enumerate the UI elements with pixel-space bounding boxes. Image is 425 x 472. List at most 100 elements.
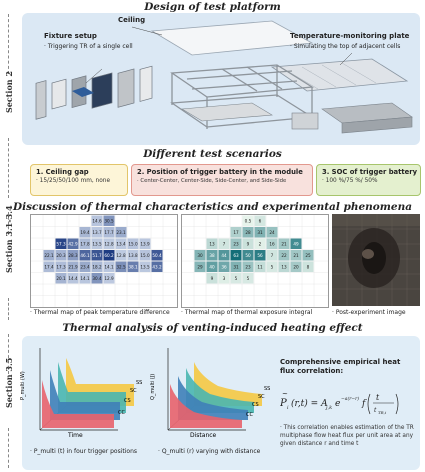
heatmap-cell-value: 50 xyxy=(245,253,251,258)
heatmap-cell-value: 13.7 xyxy=(92,230,102,235)
scenario-soc: 3. SOC of trigger battery · 100 %/75 %/ … xyxy=(316,164,421,196)
heatmap-cell-value: 14.1 xyxy=(104,265,114,270)
chart1-caption: · P_multi (t) in four trigger positions xyxy=(30,448,138,455)
chart1-legend-ss: SS xyxy=(136,380,143,386)
heatmap-cell-value: 25 xyxy=(305,253,311,258)
heatmap-cell-value: 24 xyxy=(269,230,275,235)
heatmap-cell-value: 30.5 xyxy=(104,219,114,224)
heatmap-cell xyxy=(139,238,151,249)
plate-desc: · Simulating the top of adjacent cells xyxy=(290,43,401,50)
heatmap-cell xyxy=(206,261,218,272)
correlation-note: · This correlation enables estimation of… xyxy=(280,425,414,447)
correlation-formula: P ~ i (r,t) = A j,k e −a(r−r) f t t TR,i xyxy=(280,390,399,415)
scenario-1-desc: · 15/25/50/100 mm, none xyxy=(36,178,111,184)
chart1-xlabel: Time xyxy=(68,432,83,439)
series-cs-curve xyxy=(178,376,248,420)
heatmap-cell-value: 23 xyxy=(233,242,239,247)
heatmap-cell xyxy=(91,215,103,226)
heatmap-cell xyxy=(91,238,103,249)
heatmap-cell xyxy=(230,273,242,284)
heatmap-cell xyxy=(91,261,103,272)
heatmap-cell-value: 28 xyxy=(245,230,251,235)
caption-exposure: · Thermal map of thermal exposure integr… xyxy=(181,309,313,316)
heatmap-cell xyxy=(127,238,139,249)
heatmap-cell xyxy=(55,273,67,284)
heatmap-cell xyxy=(115,261,127,272)
heatmap-cell-value: 20.1 xyxy=(56,276,66,281)
heatmap-cell-value: 44 xyxy=(221,253,227,258)
correlation-title: Comprehensive empirical heat flux correl… xyxy=(280,358,401,375)
header-scenarios: Different test scenarios xyxy=(143,148,282,160)
heatmap-cell-value: 3 xyxy=(223,276,226,281)
heatmap-cell-value: 30 xyxy=(197,253,203,258)
heatmap-cell xyxy=(302,250,314,261)
chart2-legend-sc: SC xyxy=(258,394,265,400)
heatmap-cell xyxy=(278,250,290,261)
heatmap-cell-value: 38.1 xyxy=(128,265,138,270)
heatmap-cell-value: 13 xyxy=(209,242,215,247)
ceiling-label: Ceiling xyxy=(118,16,146,24)
heatmap-cell-value: 51.7 xyxy=(92,253,102,258)
heatmap-cell-value: 50.4 xyxy=(152,253,162,258)
heatmap-cell xyxy=(230,227,242,238)
heatmap-cell-value: 36 xyxy=(221,265,227,270)
heatmap-cell xyxy=(103,238,115,249)
heatmap-cell xyxy=(242,227,254,238)
scenario-trigger-position: 2. Position of trigger battery in the mo… xyxy=(131,164,313,196)
heatmap-cell-value: 5 xyxy=(235,276,238,281)
heatmap-cell-value: 57.3 xyxy=(56,242,66,247)
heatmap-cell-value: 13.5 xyxy=(92,242,102,247)
heatmap-cell xyxy=(230,238,242,249)
heatmap-cell-value: 17.7 xyxy=(104,230,114,235)
heatmap-cell-value: 22 xyxy=(281,253,287,258)
heatmap-cell xyxy=(79,238,91,249)
heatmap-cell xyxy=(206,238,218,249)
section-label-34: Section 3.1-3.4 xyxy=(4,205,14,273)
scenario-3-title: 3. SOC of trigger battery xyxy=(322,168,418,176)
heatmap-cell-value: 5 xyxy=(271,265,274,270)
plate-title: Temperature-monitoring plate xyxy=(290,32,410,40)
heatmap-cell-value: 11 xyxy=(257,265,263,270)
scenario-2-title: 2. Position of trigger battery in the mo… xyxy=(137,168,303,176)
heatmap-cell-value: 32.5 xyxy=(116,265,126,270)
heatmap-cell xyxy=(266,261,278,272)
heatmap-cell-value: 12.9 xyxy=(104,276,114,281)
heatmap-cell xyxy=(103,273,115,284)
heatmap-cell-value: 17.3 xyxy=(56,265,66,270)
heatmap-cell-value: 63 xyxy=(233,253,239,258)
heatmap-cell xyxy=(79,273,91,284)
heatmap-cell-value: 23.4 xyxy=(80,265,90,270)
heatmap-cell-value: 14.6 xyxy=(92,219,102,224)
heatmap-cell-value: 14.4 xyxy=(68,276,78,281)
heatmap-cell xyxy=(115,227,127,238)
fixture-setup-desc: · Triggering TR of a single cell xyxy=(44,43,133,50)
heatmap-cell xyxy=(242,261,254,272)
heatmap-cell-value: 31 xyxy=(233,265,239,270)
heatmap-cell xyxy=(79,250,91,261)
heatmap-cell xyxy=(278,238,290,249)
heatmap-cell-value: 20.3 xyxy=(56,253,66,258)
heatmap-cell-value: 12.8 xyxy=(104,242,114,247)
platform-panel: Ceiling Fixture setup · Triggering TR of… xyxy=(22,13,420,145)
heatmap-cell-value: 21.9 xyxy=(68,265,78,270)
heatmap-cell-value: 56 xyxy=(257,253,263,258)
heatmap-cell xyxy=(194,250,206,261)
heatmap-cell xyxy=(67,238,79,249)
heatmap-cell xyxy=(266,238,278,249)
header-venting: Thermal analysis of venting-induced heat… xyxy=(62,322,363,334)
heatmap-cell xyxy=(103,227,115,238)
heatmap-cell xyxy=(218,238,230,249)
heatmap-cell xyxy=(266,227,278,238)
heatmap-cell-value: 42.9 xyxy=(68,242,78,247)
chart2-xlabel: Distance xyxy=(190,432,217,439)
heatmap-cell-value: 0.5 xyxy=(245,219,252,224)
heatmap-cell-value: 49 xyxy=(293,242,299,247)
header-design: Design of test platform xyxy=(144,1,281,13)
heatmap-cell xyxy=(43,261,55,272)
chart2-ylabel: Q_multi (J) xyxy=(150,373,156,400)
test-platform-illustration xyxy=(35,20,413,134)
heatmap-cell xyxy=(139,261,151,272)
